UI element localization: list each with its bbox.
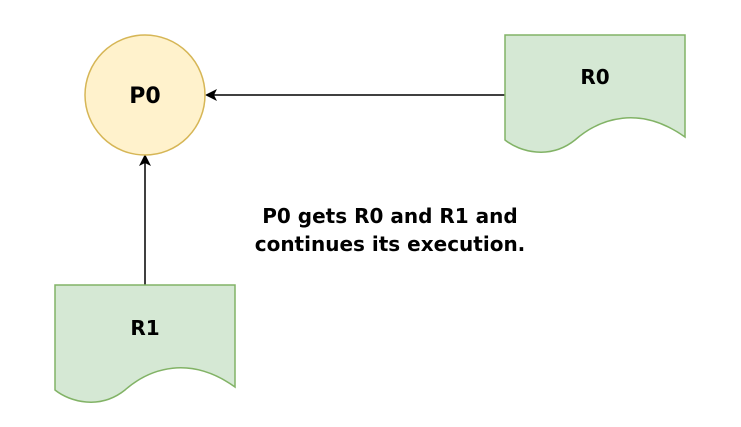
- caption-line-1: P0 gets R0 and R1 and: [262, 204, 518, 228]
- resource-node-r0[interactable]: R0: [504, 34, 686, 153]
- process-circle: [84, 34, 206, 156]
- diagram-caption: P0 gets R0 and R1 and continues its exec…: [230, 202, 550, 258]
- resource-document-shape: [54, 284, 236, 403]
- process-node-p0[interactable]: P0: [84, 34, 206, 156]
- caption-line-2: continues its execution.: [254, 232, 526, 256]
- resource-label-r0: R0: [580, 65, 609, 89]
- resource-label-r1: R1: [130, 316, 159, 340]
- resource-document-shape: [504, 34, 686, 153]
- process-label-p0: P0: [129, 84, 160, 109]
- resource-node-r1[interactable]: R1: [54, 284, 236, 403]
